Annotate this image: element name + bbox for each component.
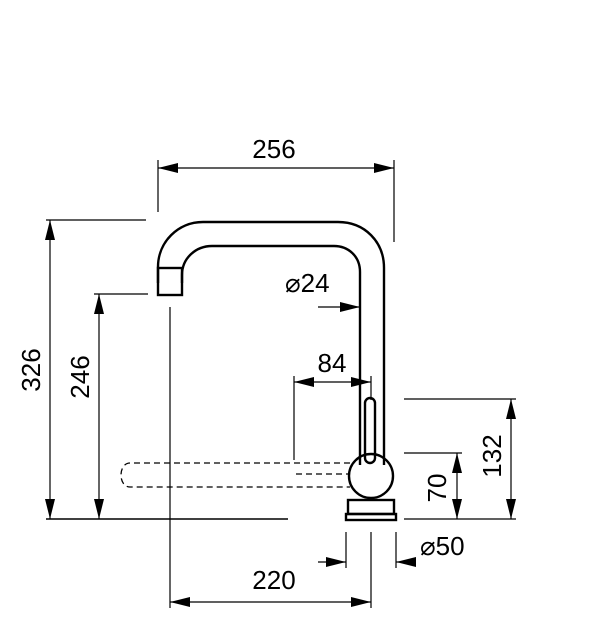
dim-label-width: 256 [252,134,295,164]
arrow-left [294,377,314,387]
arrow-left [170,597,190,607]
dimension-base-diameter: ⌀50 [318,531,465,568]
arrow-top [45,220,55,240]
dimension-reach: 220 [169,307,372,608]
lever-handle [363,396,377,465]
arrow-top [452,453,462,473]
handle-joint [347,452,395,500]
dimension-handle-offset: 84 [293,348,372,460]
lever-alt-position [120,462,350,488]
faucet-base [346,498,396,516]
arrow-left [326,557,346,567]
arrow-bottom [452,499,462,519]
dim-label-handle-offset: 84 [318,348,347,378]
arrow-top [506,399,516,419]
dim-label-base-height: 70 [422,474,452,503]
faucet-base-plate [344,512,398,522]
faucet-body [120,220,398,522]
dimension-pipe-diameter: ⌀24 [285,268,360,312]
arrow-top [94,294,104,314]
arrow-bottom [45,499,55,519]
arrow-right [351,377,371,387]
dim-label-base-diameter: ⌀50 [420,531,465,561]
dimension-base-height: 70 [404,452,462,519]
arrow-left [158,163,178,173]
arrow-right [351,597,371,607]
spout-inner-contour [180,244,362,465]
spout-outer-contour [156,220,386,465]
dim-label-lever-height: 132 [477,434,507,477]
arrow [340,302,360,312]
dim-label-pipe-diameter: ⌀24 [285,268,330,298]
arrow-bottom [506,499,516,519]
dim-label-reach: 220 [252,565,295,595]
dim-label-total-height: 326 [16,348,46,391]
spout-nozzle [156,266,184,297]
dimension-lever-height: 132 [404,398,516,520]
arrow-bottom [94,499,104,519]
dimension-width: 256 [157,134,395,242]
arrow-right [396,557,416,567]
arrow-right [374,163,394,173]
dimension-total-height: 326 [16,219,146,519]
dim-label-spout-height: 246 [65,355,95,398]
dimension-spout-height: 246 [65,293,148,519]
